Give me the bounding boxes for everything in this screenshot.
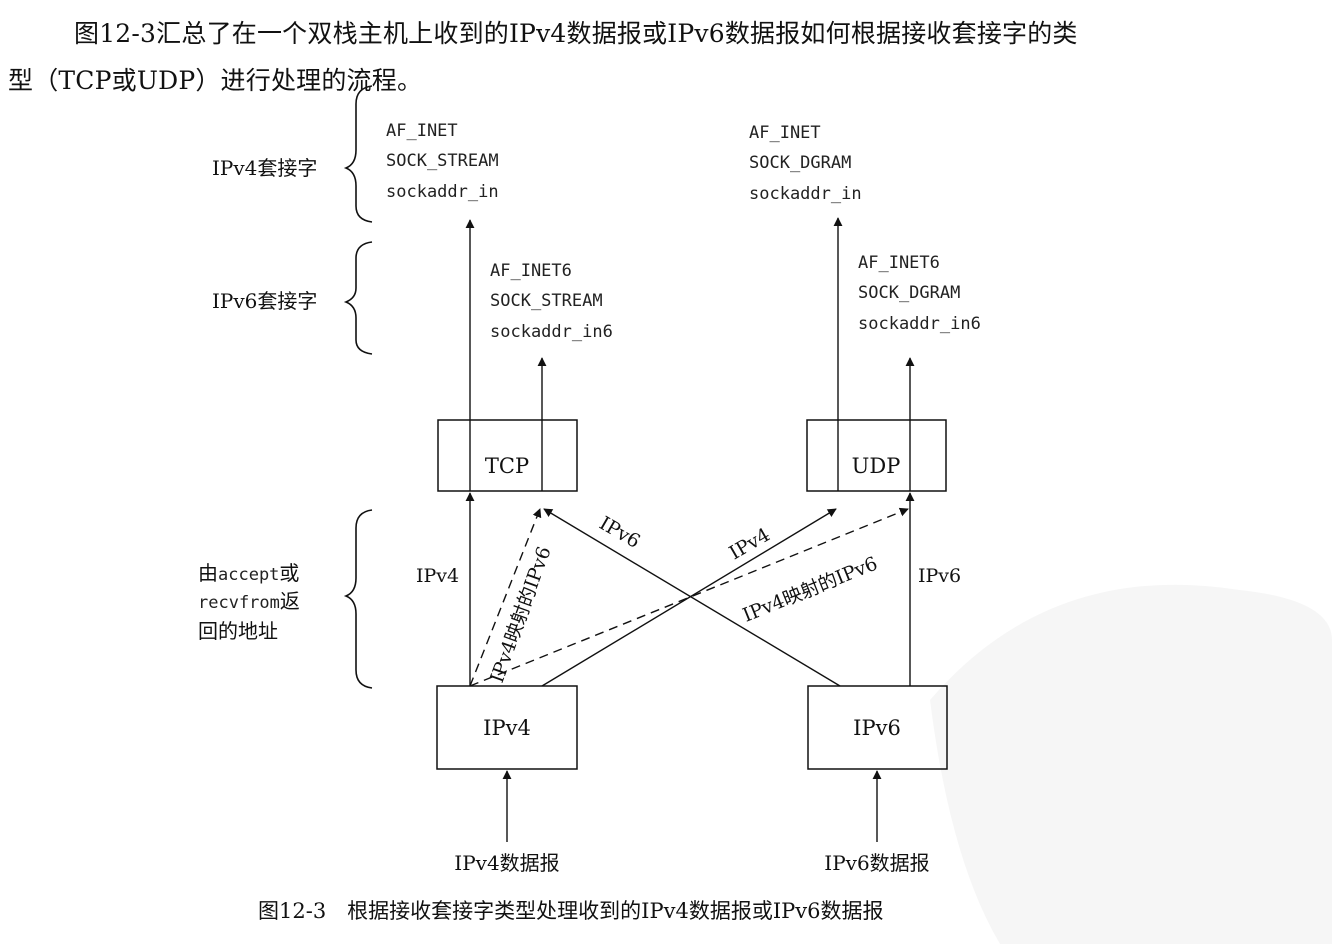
arrow-ipv4mapped-to-udp: [469, 507, 909, 687]
input-ipv6-datagram: IPv6数据报: [824, 851, 929, 875]
udp-ipv6-socket-text: AF_INET6 SOCK_DGRAM sockaddr_in6: [858, 253, 981, 334]
intro-paragraph: 图12-3汇总了在一个双栈主机上收到的IPv4数据报或IPv6数据报如何根据接收…: [8, 10, 1324, 104]
edge-label-ipv4-to-udp: IPv4: [726, 524, 774, 565]
figure-caption: 图12-3 根据接收套接字类型处理收到的IPv4数据报或IPv6数据报: [258, 899, 883, 923]
ipv6-box-label: IPv6: [853, 716, 901, 740]
svg-text:SOCK_DGRAM: SOCK_DGRAM: [858, 283, 960, 303]
watermark-shape: [930, 585, 1332, 944]
svg-text:SOCK_STREAM: SOCK_STREAM: [490, 291, 603, 311]
svg-text:sockaddr_in: sockaddr_in: [386, 182, 499, 202]
udp-box-label: UDP: [852, 454, 901, 478]
svg-text:SOCK_DGRAM: SOCK_DGRAM: [749, 153, 851, 173]
label-ipv6-socket: IPv6套接字: [212, 289, 317, 313]
tcp-ipv6-socket-text: AF_INET6 SOCK_STREAM sockaddr_in6: [490, 261, 613, 342]
arrow-ipv4-to-udp: [541, 508, 837, 687]
ipv4-box: [436, 685, 578, 770]
tcp-ipv4-socket-text: AF_INET SOCK_STREAM sockaddr_in: [386, 121, 499, 202]
input-ipv4-datagram: IPv4数据报: [454, 851, 559, 875]
brace-ipv4-socket: [343, 85, 373, 223]
svg-text:AF_INET: AF_INET: [386, 121, 458, 141]
udp-box: [806, 419, 947, 492]
svg-text:AF_INET6: AF_INET6: [490, 261, 572, 281]
svg-text:AF_INET: AF_INET: [749, 123, 821, 143]
edge-label-ipv4-mapped-udp: IPv4映射的IPv6: [740, 553, 881, 627]
arrow-ipv6-to-tcp: [543, 508, 841, 687]
tcp-box: [437, 419, 578, 492]
label-returned-line3: 回的地址: [198, 619, 278, 643]
svg-text:sockaddr_in: sockaddr_in: [749, 184, 862, 204]
label-ipv4-socket: IPv4套接字: [212, 156, 317, 180]
intro-line-1: 图12-3汇总了在一个双栈主机上收到的IPv4数据报或IPv6数据报如何根据接收…: [74, 19, 1078, 48]
ipv6-box: [807, 685, 948, 770]
edge-label-ipv4-mapped-tcp: IPv4映射的IPv6: [486, 544, 556, 686]
svg-text:AF_INET6: AF_INET6: [858, 253, 940, 273]
svg-text:sockaddr_in6: sockaddr_in6: [490, 322, 613, 342]
edge-label-ipv6-to-tcp: IPv6: [596, 512, 644, 553]
ipv4-box-label: IPv4: [483, 716, 531, 740]
svg-text:sockaddr_in6: sockaddr_in6: [858, 314, 981, 334]
edge-label-ipv6-right: IPv6: [918, 565, 961, 587]
brace-ipv6-socket: [343, 241, 373, 355]
arrow-ipv4mapped-to-tcp: [469, 508, 542, 687]
intro-line-2: 型（TCP或UDP）进行处理的流程。: [8, 66, 423, 95]
edge-label-ipv4-left: IPv4: [416, 565, 459, 587]
label-returned-line2: recvfrom返: [198, 589, 300, 613]
svg-text:SOCK_STREAM: SOCK_STREAM: [386, 151, 499, 171]
brace-returned-address: [343, 509, 373, 689]
tcp-box-label: TCP: [485, 454, 529, 478]
udp-ipv4-socket-text: AF_INET SOCK_DGRAM sockaddr_in: [749, 123, 862, 204]
label-returned-line1: 由accept或: [198, 561, 299, 585]
